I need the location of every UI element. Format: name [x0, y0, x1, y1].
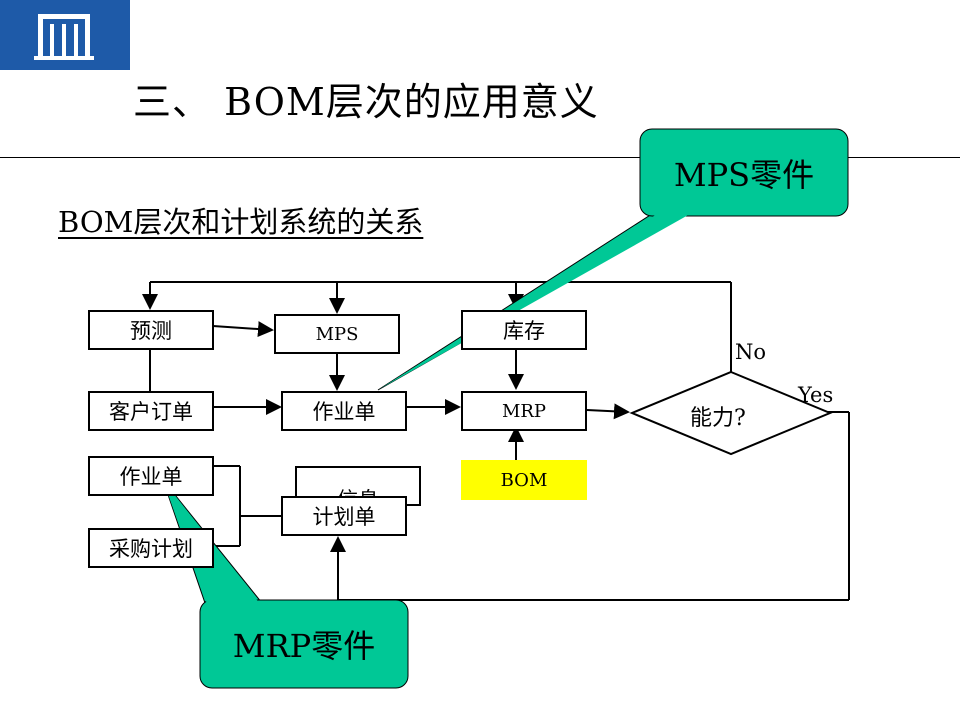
mps-parts-callout: MPS零件 — [673, 155, 815, 194]
mps-box: MPS — [274, 314, 400, 354]
title-divider — [0, 157, 960, 158]
mrp-parts-callout: MRP零件 — [232, 627, 376, 665]
page-title: 三、 BOM层次的应用意义 — [133, 80, 599, 124]
arrow-mrp-capacity — [586, 403, 630, 420]
purchase-plan-box: 采购计划 — [88, 528, 214, 568]
customer-order-box: 客户订单 — [88, 391, 214, 431]
mrp-box: MRP — [461, 391, 587, 431]
capacity-diamond — [629, 370, 833, 456]
plan-sheet-box: 计划单 — [281, 496, 407, 536]
work-order-left-box: 作业单 — [88, 456, 214, 496]
university-logo-icon — [34, 14, 94, 60]
yes-label: Yes — [798, 383, 834, 407]
no-label: No — [735, 340, 767, 364]
bom-box: BOM — [461, 460, 587, 500]
arrow-forecast-mps — [212, 321, 274, 338]
mps-callout-shape — [377, 128, 849, 391]
university-logo — [0, 0, 130, 70]
inventory-box: 库存 — [461, 310, 587, 350]
work-order-box: 作业单 — [281, 391, 407, 431]
slide-subtitle: BOM层次和计划系统的关系 — [58, 205, 424, 239]
forecast-box: 预测 — [88, 310, 214, 350]
capacity-label: 能力? — [690, 406, 746, 431]
